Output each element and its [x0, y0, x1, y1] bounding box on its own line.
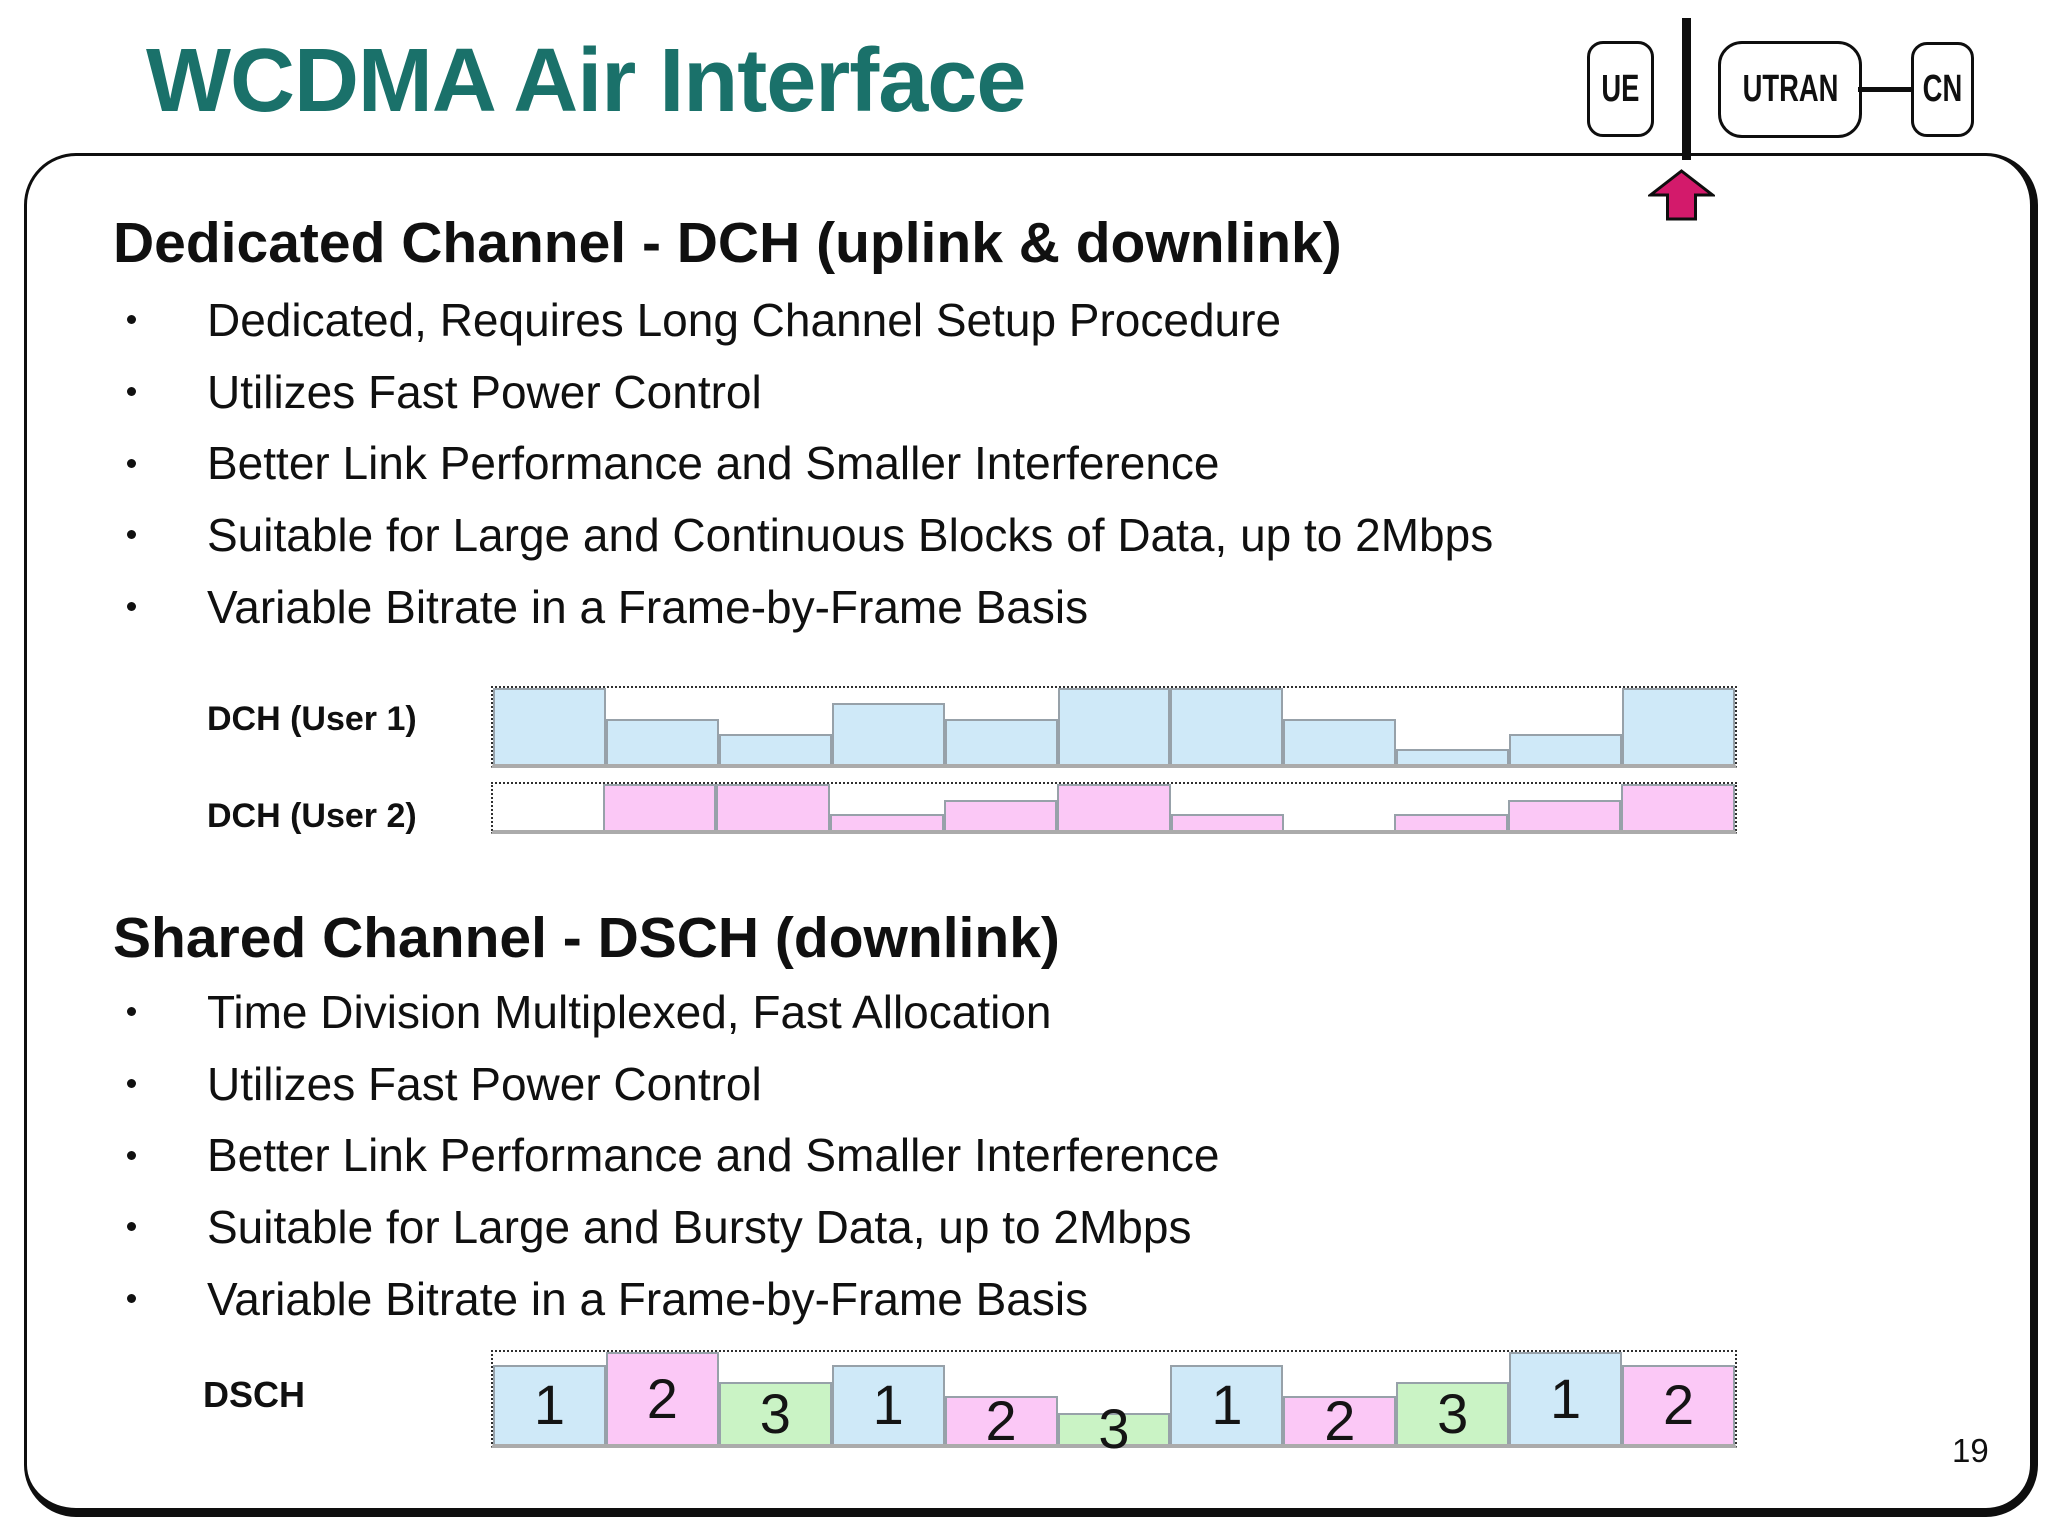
slide-title: WCDMA Air Interface [146, 31, 1026, 131]
node-ue: UE [1587, 41, 1654, 137]
bullet-text: Suitable for Large and Continuous Blocks… [207, 508, 1494, 561]
bullet-dot-icon [127, 1150, 136, 1160]
bar-segment-label: 3 [1437, 1382, 1469, 1446]
node-ue-label: UE [1601, 67, 1640, 110]
bar-segment: 1 [1509, 1352, 1623, 1444]
bar-segment-label: 2 [1324, 1389, 1356, 1453]
bar-segment [605, 719, 719, 764]
list-item: Better Link Performance and Smaller Inte… [0, 427, 1700, 499]
bar-segment [1057, 688, 1171, 764]
list-item: Utilizes Fast Power Control [0, 356, 1700, 428]
bar-segment-label: 1 [1550, 1367, 1582, 1430]
list-item: Suitable for Large and Bursty Data, up t… [0, 1191, 1700, 1263]
bullet-text: Variable Bitrate in a Frame-by-Frame Bas… [207, 580, 1089, 633]
bar-segment: 1 [1170, 1364, 1284, 1444]
bar-segment: 2 [1622, 1364, 1735, 1444]
bar-segment-label: 1 [533, 1373, 566, 1437]
bar-segment [1396, 748, 1510, 764]
node-cn: CN [1911, 42, 1974, 137]
bar-segment [943, 799, 1058, 830]
bar-segment [1622, 688, 1735, 764]
list-item: Suitable for Large and Continuous Blocks… [0, 499, 1700, 571]
chart-dch-user1 [491, 686, 1737, 768]
list-item: Utilizes Fast Power Control [0, 1048, 1700, 1120]
node-utran: UTRAN [1718, 41, 1862, 138]
list-item: Time Division Multiplexed, Fast Allocati… [0, 976, 1700, 1048]
bar-segment-label: 3 [759, 1382, 791, 1446]
bar-segment [1621, 784, 1736, 830]
chart-dch-user2 [491, 782, 1737, 834]
bullet-dot-icon [127, 1294, 136, 1304]
bar-segment [1507, 799, 1622, 830]
bullet-dot-icon [127, 458, 136, 468]
section-heading-dch: Dedicated Channel - DCH (uplink & downli… [113, 211, 1342, 275]
section-heading-dsch: Shared Channel - DSCH (downlink) [113, 906, 1060, 970]
bar-segment [1057, 784, 1171, 830]
bullet-list-dch: Dedicated, Requires Long Channel Setup P… [0, 284, 1700, 642]
node-cn-label: CN [1922, 68, 1963, 110]
chart-label-dch-user1: DCH (User 1) [207, 700, 417, 738]
bar-segment [1170, 688, 1284, 764]
bar-segment [1170, 814, 1285, 830]
bar-segment [1509, 734, 1623, 764]
bar-segment-label: 2 [985, 1389, 1017, 1453]
list-item: Variable Bitrate in a Frame-by-Frame Bas… [0, 571, 1700, 643]
slide-content-frame [24, 153, 2038, 1517]
bar-segment: 3 [718, 1382, 832, 1446]
up-block-arrow-icon [1648, 169, 1715, 221]
bullet-dot-icon [127, 315, 136, 325]
list-item: Variable Bitrate in a Frame-by-Frame Bas… [0, 1263, 1700, 1335]
bullet-dot-icon [127, 1079, 136, 1089]
bullet-text: Suitable for Large and Bursty Data, up t… [207, 1200, 1192, 1253]
bar-segment [1394, 814, 1508, 830]
bullet-text: Time Division Multiplexed, Fast Allocati… [207, 985, 1052, 1038]
bar-segment-label: 1 [1211, 1373, 1243, 1437]
bar-segment-label: 3 [1098, 1397, 1130, 1461]
bar-segment [944, 719, 1058, 764]
bar-segment [716, 784, 830, 830]
bar-segment [829, 814, 944, 830]
bar-segment: 3 [1057, 1401, 1171, 1457]
bullet-text: Better Link Performance and Smaller Inte… [207, 437, 1220, 490]
utran-cn-connector-line [1858, 87, 1914, 92]
bar-segment-label: 1 [872, 1373, 904, 1437]
bullet-text: Variable Bitrate in a Frame-by-Frame Bas… [207, 1272, 1089, 1325]
bullet-dot-icon [127, 530, 136, 540]
list-item: Better Link Performance and Smaller Inte… [0, 1119, 1700, 1191]
bar-segment: 2 [944, 1393, 1058, 1449]
list-item: Dedicated, Requires Long Channel Setup P… [0, 284, 1700, 356]
bar-segment: 3 [1396, 1382, 1510, 1446]
node-utran-label: UTRAN [1742, 68, 1838, 110]
air-interface-divider-line [1682, 18, 1691, 160]
page-number: 19 [1952, 1432, 1989, 1469]
bar-segment [493, 688, 606, 764]
bar-segment-label: 2 [646, 1367, 678, 1430]
bullet-dot-icon [127, 1222, 136, 1232]
bar-segment: 1 [493, 1364, 606, 1444]
chart-label-dsch: DSCH [203, 1374, 306, 1415]
bar-segment [831, 703, 945, 764]
bullet-dot-icon [127, 1007, 136, 1017]
bullet-text: Dedicated, Requires Long Channel Setup P… [207, 293, 1282, 346]
bullet-text: Utilizes Fast Power Control [207, 1057, 762, 1110]
chart-label-dch-user2: DCH (User 2) [207, 797, 417, 835]
bullet-text: Better Link Performance and Smaller Inte… [207, 1129, 1220, 1182]
bullet-list-dsch: Time Division Multiplexed, Fast Allocati… [0, 976, 1700, 1334]
bar-segment [602, 784, 717, 830]
bullet-dot-icon [127, 387, 136, 397]
bullet-dot-icon [127, 602, 136, 612]
bar-segment: 2 [1283, 1393, 1397, 1449]
bar-segment [718, 734, 832, 764]
bar-segment: 2 [605, 1352, 719, 1444]
bar-segment [1283, 719, 1397, 764]
bar-segment: 1 [831, 1364, 945, 1444]
bar-segment-label: 2 [1662, 1373, 1695, 1437]
bullet-text: Utilizes Fast Power Control [207, 365, 762, 418]
